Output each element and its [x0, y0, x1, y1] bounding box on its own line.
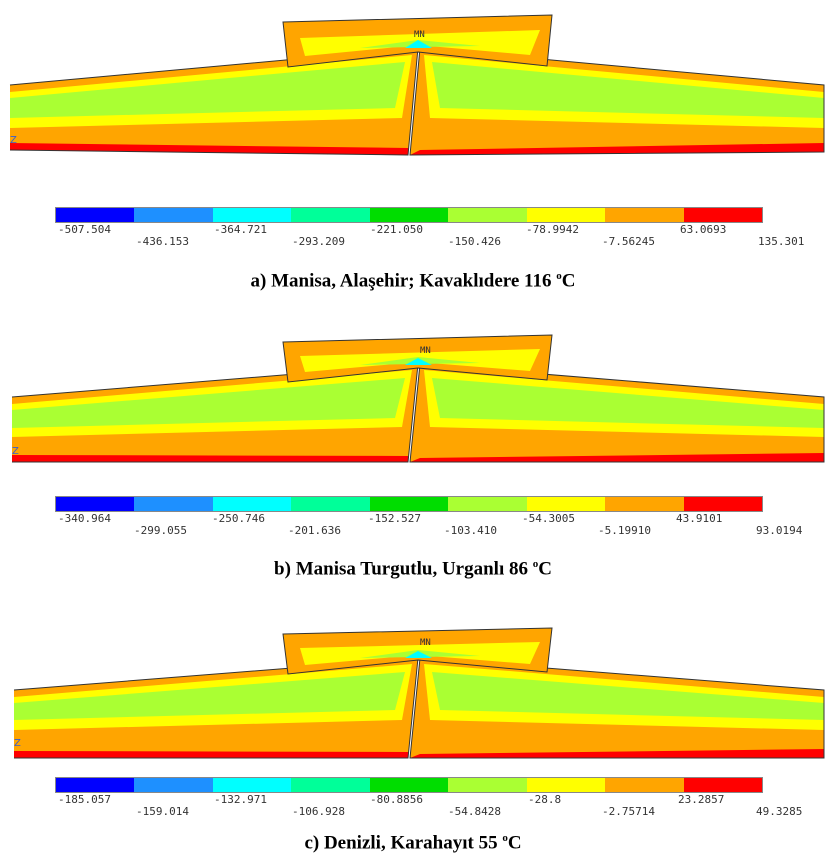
legend-swatch: [369, 497, 449, 511]
legend-swatch: [134, 208, 213, 222]
caption-unit: C: [507, 832, 522, 854]
legend-swatch: [683, 497, 762, 511]
tick-label: 63.0693: [680, 223, 727, 236]
legend-swatch: [448, 778, 527, 792]
tick-label: -299.055: [134, 524, 187, 537]
tick-label: -5.19910: [598, 524, 651, 537]
legend-swatch: [212, 208, 292, 222]
tick-label: 135.301: [758, 235, 805, 248]
tick-label: -159.014: [136, 805, 189, 818]
degree-superscript: o: [502, 832, 508, 844]
top-block: [282, 334, 553, 383]
tick-label: -185.057: [58, 793, 111, 806]
slab-left: [13, 657, 419, 759]
legend-swatch: [683, 778, 762, 792]
tick-label: -54.3005: [522, 512, 575, 525]
panel-b: MN Z -340.964 -250.746 -152.527 -54.3005…: [0, 322, 826, 602]
tick-label: -103.410: [444, 524, 497, 537]
tick-label: -80.8856: [370, 793, 423, 806]
legend-swatch: [683, 208, 762, 222]
legend-swatch: [605, 208, 684, 222]
tick-label: -132.971: [214, 793, 267, 806]
legend-swatch: [526, 497, 606, 511]
legend-swatch: [134, 778, 213, 792]
legend-swatch: [526, 778, 606, 792]
legend-swatch: [369, 208, 449, 222]
legend-swatch: [448, 208, 527, 222]
caption-a: a) Manisa, Alaşehir; Kavaklıdere 116 oC: [0, 270, 826, 292]
legend-swatch: [56, 208, 135, 222]
legend-swatch: [291, 208, 370, 222]
tick-label: -436.153: [136, 235, 189, 248]
degree-superscript: o: [556, 270, 562, 282]
tick-label: -54.8428: [448, 805, 501, 818]
contour-plot-a: [9, 14, 825, 156]
tick-label: 49.3285: [756, 805, 803, 818]
contour-plot-c: [13, 627, 825, 759]
legend-swatch: [291, 497, 370, 511]
top-block: [282, 14, 553, 68]
legend-swatch: [448, 497, 527, 511]
tick-label: -106.928: [292, 805, 345, 818]
tick-label: -364.721: [214, 223, 267, 236]
slab-right: [409, 657, 825, 759]
slab-right: [409, 363, 825, 463]
tick-label: -507.504: [58, 223, 111, 236]
tick-label: -340.964: [58, 512, 111, 525]
caption-unit: C: [561, 270, 576, 292]
tick-label: 93.0194: [756, 524, 803, 537]
legend-bar-a: [55, 207, 763, 223]
legend-swatch: [56, 778, 135, 792]
legend-swatch: [212, 778, 292, 792]
legend-bar-c: [55, 777, 763, 793]
legend-swatch: [369, 778, 449, 792]
axis-z-label: Z: [14, 738, 21, 749]
node-marker-label: MN: [420, 638, 431, 648]
node-marker-label: MN: [414, 30, 425, 40]
slab-left: [9, 47, 419, 156]
tick-label: -293.209: [292, 235, 345, 248]
node-marker-label: MN: [420, 346, 431, 356]
contour-plot-b: [11, 334, 825, 463]
legend-swatch: [134, 497, 213, 511]
tick-label: -250.746: [212, 512, 265, 525]
legend-swatch: [526, 208, 606, 222]
tick-label: 23.2857: [678, 793, 725, 806]
axis-z-label: Z: [10, 135, 17, 146]
axis-z-label: Z: [12, 446, 19, 457]
caption-text: a) Manisa, Alaşehir; Kavaklıdere 116: [250, 270, 557, 292]
caption-unit: C: [538, 558, 552, 580]
tick-label: 43.9101: [676, 512, 723, 525]
legend-swatch: [605, 497, 684, 511]
tick-label: -28.8: [528, 793, 562, 806]
caption-text: c) Denizli, Karahayıt 55: [304, 832, 503, 854]
top-block: [282, 627, 553, 675]
caption-c: c) Denizli, Karahayıt 55 oC: [0, 832, 826, 854]
caption-text: b) Manisa Turgutlu, Urganlı 86: [274, 558, 533, 580]
tick-label: -150.426: [448, 235, 501, 248]
panel-a: MN Z -507.504 -364.721 -221.050 -78.9942…: [0, 0, 826, 300]
caption-b: b) Manisa Turgutlu, Urganlı 86 oC: [0, 558, 826, 580]
degree-superscript: o: [532, 558, 539, 570]
tick-label: -201.636: [288, 524, 341, 537]
tick-label: -221.050: [370, 223, 423, 236]
slab-right: [409, 47, 825, 156]
legend-swatch: [56, 497, 135, 511]
panel-c: MN Z -185.057 -132.971 -80.8856 -28.8 23…: [0, 620, 826, 868]
tick-label: -78.9942: [526, 223, 579, 236]
tick-label: -7.56245: [602, 235, 655, 248]
slab-left: [11, 363, 419, 463]
tick-label: -152.527: [368, 512, 421, 525]
legend-swatch: [605, 778, 684, 792]
legend-bar-b: [55, 496, 763, 512]
tick-label: -2.75714: [602, 805, 655, 818]
legend-swatch: [212, 497, 292, 511]
legend-swatch: [291, 778, 370, 792]
